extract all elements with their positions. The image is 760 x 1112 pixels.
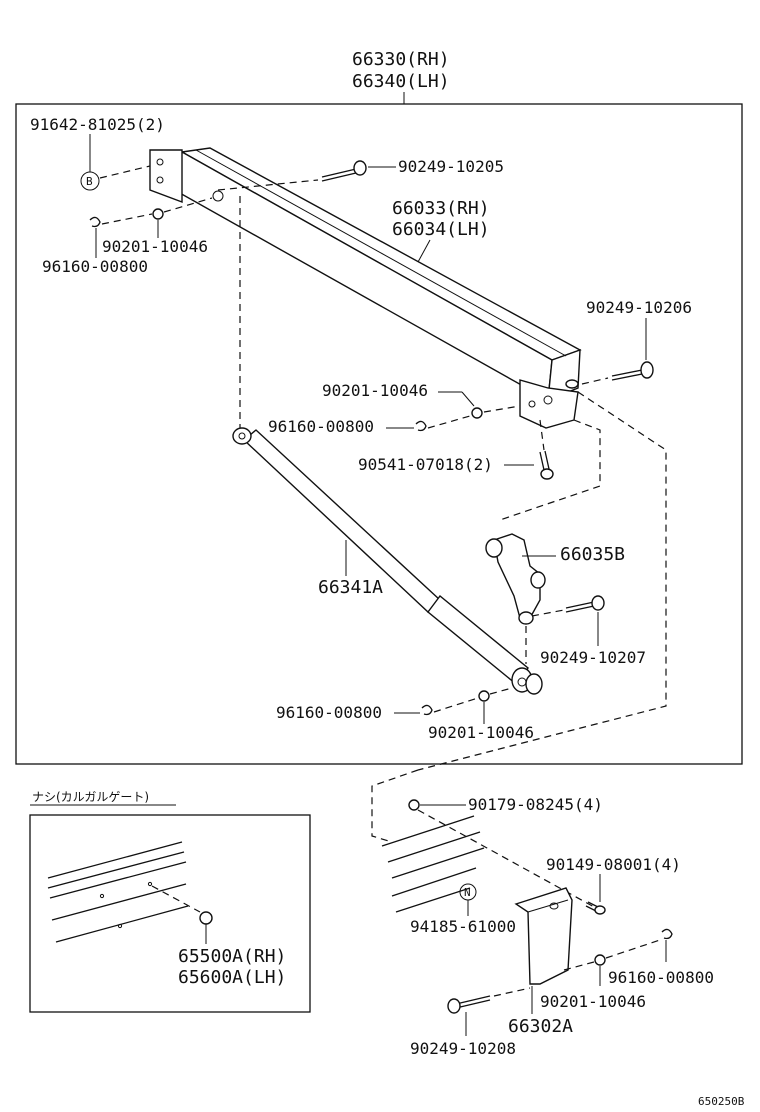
callout-96160-00800-bottom: 96160-00800 [276,703,382,722]
callout-65500a-rh: 65500A(RH) [178,946,286,967]
cross-rail [149,147,582,429]
washer-lower-right-icon [594,954,606,966]
callout-65600a-lh: 65600A(LH) [178,967,286,988]
callout-91642-81025: 91642-81025(2) [30,115,165,134]
clip-lower-right-icon [661,928,673,940]
bracket-66302a [514,887,573,985]
tailgate-panel [47,841,189,943]
callout-66302a: 66302A [508,1016,573,1037]
main-assembly-frame [15,103,743,765]
cap-icon [199,911,213,925]
callout-90201-10046-bottom: 90201-10046 [428,723,534,742]
callout-90249-10206: 90249-10206 [586,298,692,317]
callout-90541-07018: 90541-07018(2) [358,455,493,474]
reference-b-label: B [86,175,93,188]
callout-90249-10207: 90249-10207 [540,648,646,667]
drawing-code: 650250B [698,1095,745,1108]
callout-66033-rh: 66033(RH) [392,198,490,219]
callout-66035b: 66035B [560,544,625,565]
screw-90149-icon [585,901,606,915]
subassembly-header: ナシ(カルガルゲート) [32,790,149,804]
callout-66034-lh: 66034(LH) [392,219,490,240]
tailgate-edge [381,815,485,913]
assembly-number-lh: 66340(LH) [352,71,450,92]
callout-90201-10046-lower-right: 90201-10046 [540,992,646,1011]
assembly-number-rh: 66330(RH) [352,49,450,70]
clip-middle-icon [415,420,427,432]
reference-n-label: N [464,886,471,899]
callout-90149-08001: 90149-08001(4) [546,855,681,874]
subassembly-frame [29,814,311,1013]
callout-96160-00800-lower-right: 96160-00800 [608,968,714,987]
nut-90179-icon [408,799,420,811]
callout-90249-10208: 90249-10208 [410,1039,516,1058]
clip-left-icon [89,216,101,228]
washer-bottom-icon [478,690,490,702]
screw-90541-icon [539,450,554,480]
bolt-90249-10207-icon [565,595,605,613]
callout-90201-10046-left: 90201-10046 [102,237,208,256]
bolt-90249-10205-icon [321,160,367,182]
callout-90201-10046-middle: 90201-10046 [322,381,428,400]
bolt-90249-10208-icon [447,995,491,1014]
callout-90249-10205: 90249-10205 [398,157,504,176]
callout-94185-61000: 94185-61000 [410,917,516,936]
reference-b-icon [80,171,100,191]
washer-middle-icon [471,407,483,419]
clip-bottom-icon [421,704,433,716]
washer-left-icon [152,208,164,220]
callout-66341a: 66341A [318,577,383,598]
bracket-66035b [485,533,546,625]
callout-96160-00800-middle: 96160-00800 [268,417,374,436]
bolt-90249-10206-icon [611,361,654,381]
callout-96160-00800-left: 96160-00800 [42,257,148,276]
callout-90179-08245: 90179-08245(4) [468,795,603,814]
gas-strut [232,427,543,695]
